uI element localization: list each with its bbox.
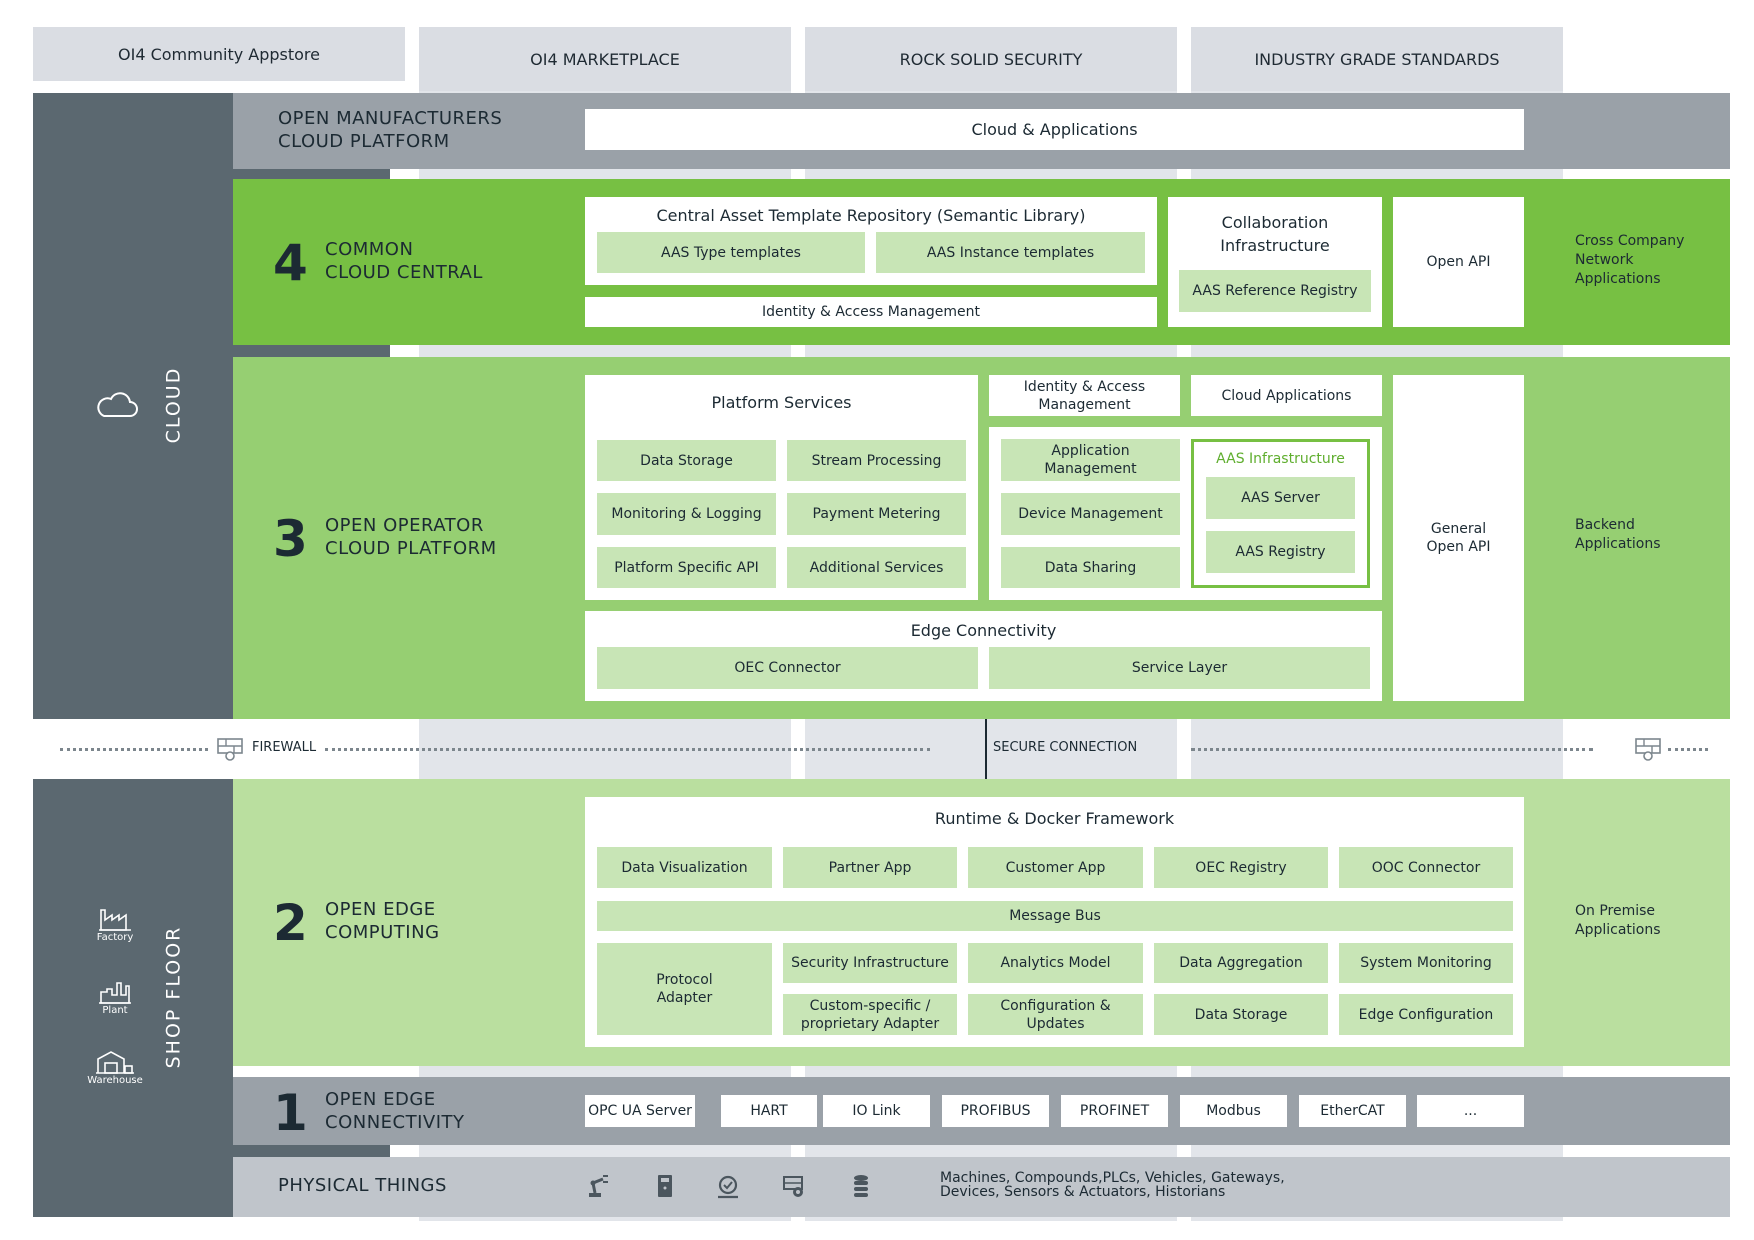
firewall-icon xyxy=(1634,737,1662,761)
security-infrastructure: Security Infrastructure xyxy=(783,943,957,983)
data-aggregation: Data Aggregation xyxy=(1154,943,1328,983)
device-management: Device Management xyxy=(1001,493,1180,535)
firewall-line-right xyxy=(1191,748,1593,751)
configuration-updates: Configuration &Updates xyxy=(968,994,1143,1035)
iam-central: Identity & Access Management xyxy=(585,297,1157,327)
aas-server: AAS Server xyxy=(1206,477,1355,519)
tab-label: INDUSTRY GRADE STANDARDS xyxy=(1254,49,1500,69)
tab-appstore[interactable]: OI4 Community Appstore xyxy=(33,27,405,81)
firewall-line-middle xyxy=(325,748,930,751)
ooc-connector: OOC Connector xyxy=(1339,847,1513,888)
ps-stream-processing: Stream Processing xyxy=(787,440,966,481)
firewall-line-end xyxy=(1668,748,1708,751)
custom-adapter: Custom-specific /proprietary Adapter xyxy=(783,994,957,1035)
analytics-model: Analytics Model xyxy=(968,943,1143,983)
message-bus: Message Bus xyxy=(597,901,1513,931)
side-tab xyxy=(233,1145,390,1157)
partner-app: Partner App xyxy=(783,847,957,888)
secure-connection-divider xyxy=(985,719,987,779)
cloud-applications: Cloud Applications xyxy=(1191,375,1382,416)
ps-additional-services: Additional Services xyxy=(787,547,966,588)
shop-floor-label: SHOP FLOOR xyxy=(162,925,184,1069)
tab-marketplace[interactable]: OI4 MARKETPLACE xyxy=(419,27,791,91)
service-layer: Service Layer xyxy=(989,647,1370,689)
protocol-io-link: IO Link xyxy=(823,1095,930,1127)
layer3-number: 3 xyxy=(273,510,308,568)
cloud-applications-box: Cloud & Applications xyxy=(585,109,1524,150)
tab-label: OI4 MARKETPLACE xyxy=(530,49,680,69)
firewall-label: FIREWALL xyxy=(252,740,317,755)
repo-title: Central Asset Template Repository (Seman… xyxy=(656,205,1086,225)
protocol-ethercat: EtherCAT xyxy=(1299,1095,1406,1127)
runtime-title: Runtime & Docker Framework xyxy=(934,808,1175,828)
protocol-hart: HART xyxy=(721,1095,817,1127)
physical-things-name: PHYSICAL THINGS xyxy=(278,1175,447,1196)
protocol-modbus: Modbus xyxy=(1180,1095,1287,1127)
aas-type-templates: AAS Type templates xyxy=(597,232,865,273)
open-api: Open API xyxy=(1393,197,1524,327)
aas-instance-templates: AAS Instance templates xyxy=(876,232,1145,273)
factory-icon: Factory xyxy=(93,902,137,946)
oec-connector: OEC Connector xyxy=(597,647,978,689)
physical-things-band xyxy=(233,1157,1730,1217)
customer-app: Customer App xyxy=(968,847,1143,888)
secure-connection-label: SECURE CONNECTION xyxy=(993,740,1138,755)
ps-platform-specific-api: Platform Specific API xyxy=(597,547,776,588)
aas-reference-registry: AAS Reference Registry xyxy=(1179,270,1371,312)
database-icon xyxy=(848,1173,874,1199)
edge-data-storage: Data Storage xyxy=(1154,994,1328,1035)
controller-icon xyxy=(652,1173,678,1199)
oec-registry: OEC Registry xyxy=(1154,847,1328,888)
tab-standards[interactable]: INDUSTRY GRADE STANDARDS xyxy=(1191,27,1563,91)
cloud-icon xyxy=(96,390,138,420)
plant-icon: Plant xyxy=(93,975,137,1019)
edge-connectivity-title: Edge Connectivity xyxy=(910,620,1057,640)
tab-label: ROCK SOLID SECURITY xyxy=(899,49,1083,69)
protocol-more: ... xyxy=(1417,1095,1524,1127)
ps-data-storage: Data Storage xyxy=(597,440,776,481)
gateway-icon xyxy=(781,1173,807,1199)
robot-arm-icon xyxy=(585,1173,611,1199)
ps-monitoring-logging: Monitoring & Logging xyxy=(597,493,776,535)
cloud-side-panel xyxy=(33,93,233,719)
cloud-label: CLOUD xyxy=(161,366,184,444)
sensor-icon xyxy=(715,1173,741,1199)
layer1-number: 1 xyxy=(273,1084,308,1142)
shop-floor-side-panel xyxy=(33,779,233,1217)
aas-infrastructure-title: AAS Infrastructure xyxy=(1216,451,1345,467)
protocol-profibus: PROFIBUS xyxy=(942,1095,1049,1127)
data-visualization: Data Visualization xyxy=(597,847,772,888)
protocol-opc-ua: OPC UA Server xyxy=(585,1095,695,1127)
firewall-line-left xyxy=(60,748,208,751)
side-tab xyxy=(233,169,390,179)
data-sharing: Data Sharing xyxy=(1001,547,1180,588)
edge-configuration: Edge Configuration xyxy=(1339,994,1513,1035)
system-monitoring: System Monitoring xyxy=(1339,943,1513,983)
platform-services-title: Platform Services xyxy=(711,392,852,412)
firewall-icon xyxy=(216,737,244,761)
layer2-number: 2 xyxy=(273,894,308,952)
aas-registry: AAS Registry xyxy=(1206,531,1355,573)
tab-security[interactable]: ROCK SOLID SECURITY xyxy=(805,27,1177,91)
physical-things-description: Machines, Compounds,PLCs, Vehicles, Gate… xyxy=(940,1170,1285,1200)
tab-label: OI4 Community Appstore xyxy=(118,44,320,64)
protocol-profinet: PROFINET xyxy=(1061,1095,1168,1127)
warehouse-icon: Warehouse xyxy=(87,1045,143,1089)
side-tab xyxy=(233,345,390,357)
ps-payment-metering: Payment Metering xyxy=(787,493,966,535)
layer4-number: 4 xyxy=(273,234,308,292)
